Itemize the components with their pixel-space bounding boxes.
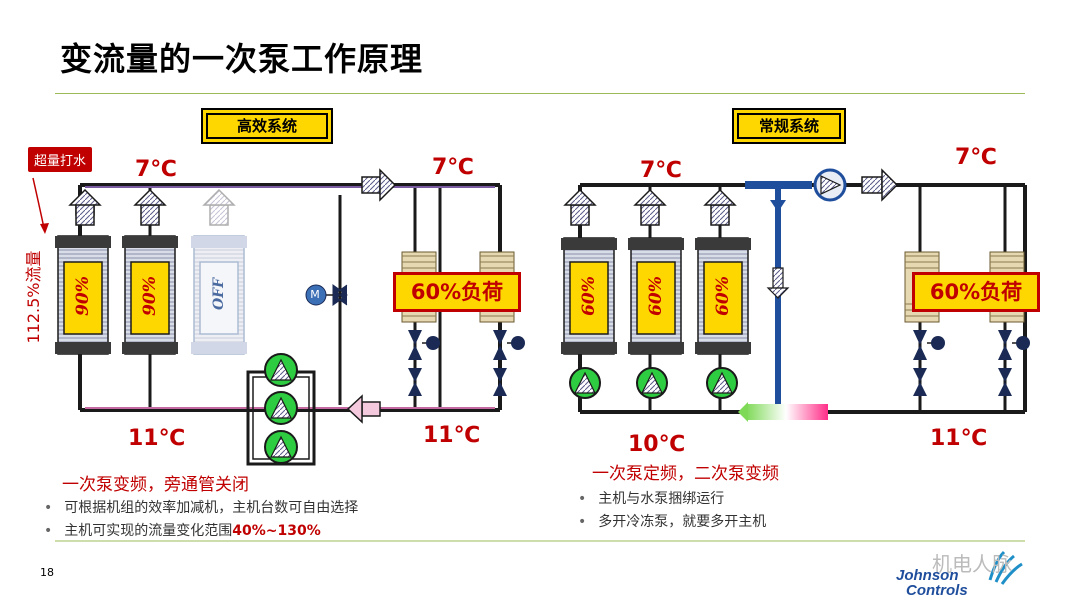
title-divider <box>55 93 1025 94</box>
left-chiller-2 <box>122 235 178 355</box>
right-return-temp-1: 10℃ <box>628 432 686 457</box>
left-branch-valves <box>408 330 525 396</box>
right-primary-pumps <box>569 367 738 399</box>
left-chiller-2-load: 90% <box>140 276 160 316</box>
right-system-label: 常规系统 <box>737 113 841 139</box>
left-bullet-1: •可根据机组的效率加减机，主机台数可自由选择 <box>44 500 359 516</box>
right-chiller-3-load: 60% <box>713 276 733 316</box>
left-chiller-3-status: OFF <box>211 277 227 311</box>
over-pumping-flag: 超量打水 <box>28 147 93 172</box>
right-chiller-1 <box>561 237 617 355</box>
flag-pointer <box>32 177 45 229</box>
left-chiller-3-off <box>191 235 247 355</box>
right-supply-temp-2: 7℃ <box>955 145 997 170</box>
left-pump-2 <box>264 391 298 425</box>
left-supply-temp-2: 7℃ <box>432 155 474 180</box>
left-system-label: 高效系统 <box>206 113 328 139</box>
left-flow-arrow-up-3 <box>202 188 236 226</box>
left-chiller-1 <box>55 235 111 355</box>
page-number: 18 <box>40 566 54 579</box>
right-decoupler-pipe <box>738 181 828 422</box>
right-flow-arrow-right <box>861 168 899 202</box>
right-chiller-2-load: 60% <box>646 276 666 316</box>
left-pump-3 <box>264 430 298 464</box>
brand-line-2: Controls <box>906 582 968 599</box>
left-flow-arrow-up-2 <box>133 188 167 226</box>
right-decoupler-arrow-down <box>766 267 790 299</box>
right-chiller-3 <box>695 237 751 355</box>
left-return-temp-1: 11℃ <box>128 426 186 451</box>
left-chiller-1-load: 90% <box>73 276 93 316</box>
left-flow-arrow-left <box>346 394 381 424</box>
brand-line-1: Johnson <box>896 567 959 584</box>
left-load-label: 60%负荷 <box>393 272 521 312</box>
valve-motor-label: M <box>310 288 320 301</box>
left-bullet-2: •主机可实现的流量变化范围40%~130% <box>44 523 321 539</box>
right-chiller-2 <box>628 237 684 355</box>
right-subtitle: 一次泵定频，二次泵变频 <box>592 464 779 484</box>
watermark: 机电人脉 <box>932 552 1012 576</box>
right-bullet-2: •多开冷冻泵，就要多开主机 <box>578 514 767 530</box>
left-pump-1 <box>264 353 298 387</box>
page-title: 变流量的一次泵工作原理 <box>60 40 424 78</box>
flow-label: 112.5%流量 <box>24 250 43 344</box>
right-return-temp-2: 11℃ <box>930 426 988 451</box>
right-branch-valves <box>913 330 1030 396</box>
left-subtitle: 一次泵变频，旁通管关闭 <box>62 475 249 495</box>
right-flow-arrows-up <box>563 188 737 226</box>
left-flow-arrow-right <box>361 168 397 202</box>
right-load-label: 60%负荷 <box>912 272 1040 312</box>
right-supply-temp-1: 7℃ <box>640 158 682 183</box>
right-chiller-1-load: 60% <box>579 276 599 316</box>
johnson-controls-logo-icon <box>988 550 1023 585</box>
left-supply-temp-1: 7℃ <box>135 157 177 182</box>
left-return-temp-2: 11℃ <box>423 423 481 448</box>
left-bypass-valve-icon <box>305 284 348 306</box>
right-bullet-1: •主机与水泵捆绑运行 <box>578 491 725 507</box>
left-flow-arrow-up-1 <box>68 188 102 226</box>
right-secondary-pump <box>813 168 847 202</box>
